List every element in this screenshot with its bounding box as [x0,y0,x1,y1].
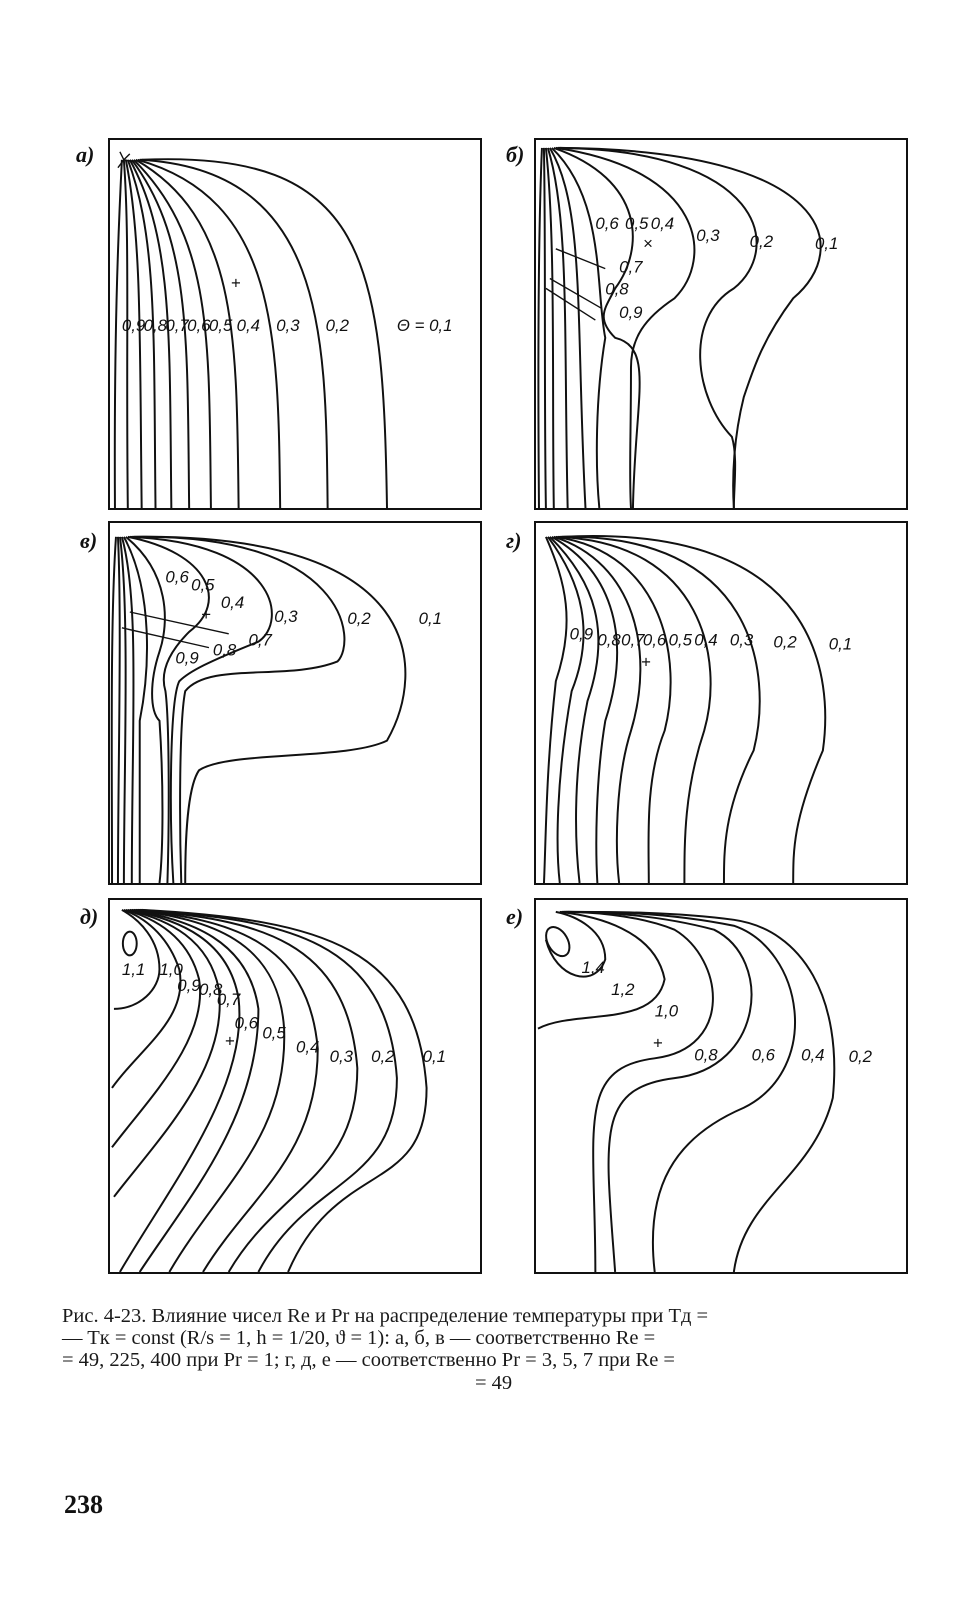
center-marker-f: + [653,1033,663,1052]
panel-letter-d: г) [506,528,522,553]
isotherm-label: Θ = 0,1 [397,316,453,335]
isotherm-label: 0,5 [262,1024,286,1043]
isotherm-label: 0,7 [619,258,643,277]
center-marker-c: + [201,605,211,624]
isotherm-label: 0,2 [326,316,350,335]
panel-frame-c: + 0,6 0,5 0,4 0,3 0,2 0,1 0,7 0,8 0,9 [108,521,482,885]
isotherm-label: 0,8 [694,1045,718,1064]
isotherm-label: 0,4 [801,1045,824,1064]
isotherm-plot-d: + 0,9 0,8 0,7 0,6 0,5 0,4 0,3 0,2 0,1 [542,535,852,884]
isotherm-label: 0,5 [191,575,215,594]
isotherm-label: 0,6 [595,214,619,233]
isotherm-label: 0,7 [217,990,241,1009]
panel-frame-b: × 0,6 0,5 0,4 0,3 0,2 0,1 0,7 0,8 0,9 [534,138,908,510]
isotherm-label: 0,3 [276,316,300,335]
panel-letter-b: б) [506,142,525,167]
isotherm-label: 0,5 [669,631,693,650]
isotherm-label: 0,3 [330,1047,354,1066]
isotherm-label: 0,3 [730,631,754,650]
figure-caption: Рис. 4-23. Влияние чисел Re и Pr на расп… [62,1305,922,1371]
isotherm-plot-f: + 1,4 1,2 1,0 0,8 0,6 0,4 0,2 [537,910,873,1273]
isotherm-label: 0,2 [849,1047,873,1066]
isotherm-label: 0,7 [249,631,273,650]
page-number: 238 [64,1490,103,1519]
isotherm-label: 0,7 [621,631,645,650]
isotherm-label: 0,2 [347,609,371,628]
caption-last-line: = 49 [475,1372,513,1394]
isotherm-label: 1,0 [655,1002,679,1021]
isotherm-label: 1,0 [159,960,183,979]
caption-line: = 49, 225, 400 при Pr = 1; г, д, е — соо… [62,1349,675,1371]
isotherm-label: 0,8 [144,316,168,335]
panel-letter-a: а) [76,142,95,167]
isotherm-lines-b [537,146,822,509]
isotherm-label: 0,6 [187,316,211,335]
isotherm-label: 0,1 [423,1047,446,1066]
center-marker-d: + [641,652,651,671]
isotherm-label: 0,9 [177,976,200,995]
isotherm-label: 0,3 [274,607,298,626]
panel-letter-c: в) [80,528,98,553]
isotherm-label: 0,4 [237,316,260,335]
isotherm-label: 1,4 [582,958,605,977]
isotherm-label: 0,8 [213,641,237,660]
panel-frame-a: + 0,9 0,8 0,7 0,6 0,5 0,4 0,3 0,2 Θ = 0,… [108,138,482,510]
panel-frame-e: + 1,1 1,0 0,9 0,8 0,7 0,6 0,5 0,4 0,3 0,… [108,898,482,1274]
isotherm-plot-a: + 0,9 0,8 0,7 0,6 0,5 0,4 0,3 0,2 Θ = 0,… [113,151,453,509]
isotherm-label: 0,4 [221,593,244,612]
isotherm-lines-a [113,151,388,509]
isotherm-lines-e [111,908,428,1273]
isotherm-plot-e: + 1,1 1,0 0,9 0,8 0,7 0,6 0,5 0,4 0,3 0,… [111,908,446,1273]
isotherm-label: 0,8 [597,631,621,650]
isotherm-label: 0,7 [165,316,189,335]
panel-frame-d: + 0,9 0,8 0,7 0,6 0,5 0,4 0,3 0,2 0,1 [534,521,908,885]
isotherm-label: 0,9 [122,316,145,335]
isotherm-label: 1,2 [611,980,635,999]
isotherm-label: 0,5 [209,316,233,335]
isotherm-label: 0,6 [165,567,189,586]
isotherm-label: 0,9 [619,303,642,322]
isotherm-label: 0,2 [750,232,774,251]
isotherm-label: 0,5 [625,214,649,233]
center-marker-e: + [225,1031,235,1050]
isotherm-label: 0,1 [419,609,442,628]
center-marker-b: × [643,234,653,253]
isotherm-label: 0,4 [296,1037,319,1056]
caption-line: Рис. 4-23. Влияние чисел Re и Pr на расп… [62,1305,709,1327]
panel-letter-f: е) [506,904,524,929]
isotherm-label: 0,8 [199,980,223,999]
isotherm-label: 0,9 [175,648,198,667]
isotherm-label: 0,3 [696,226,720,245]
center-marker-a: + [231,273,241,292]
isotherm-label: 0,6 [752,1045,776,1064]
isotherm-label: 0,8 [605,279,629,298]
isotherm-plot-b: × 0,6 0,5 0,4 0,3 0,2 0,1 0,7 0,8 0,9 [537,146,838,509]
isotherm-label: 0,9 [570,625,593,644]
caption-line: — Tк = const (R/s = 1, h = 1/20, ϑ = 1):… [62,1327,656,1349]
panel-frame-f: + 1,4 1,2 1,0 0,8 0,6 0,4 0,2 [534,898,908,1274]
isotherm-lines-f [537,910,836,1273]
isotherm-label: 0,4 [651,214,674,233]
isotherm-label: 0,6 [643,631,667,650]
isotherm-label: 0,4 [694,631,717,650]
panel-letter-e: д) [80,904,99,929]
isotherm-label: 1,1 [122,960,145,979]
isotherm-label: 0,1 [829,635,852,654]
isotherm-label: 0,1 [815,234,838,253]
isotherm-label: 0,6 [235,1014,259,1033]
isotherm-lines-c [110,535,407,884]
isotherm-lines-d [542,535,827,884]
isotherm-label: 0,2 [371,1047,395,1066]
isotherm-label: 0,2 [773,633,797,652]
isotherm-plot-c: + 0,6 0,5 0,4 0,3 0,2 0,1 0,7 0,8 0,9 [110,535,442,884]
